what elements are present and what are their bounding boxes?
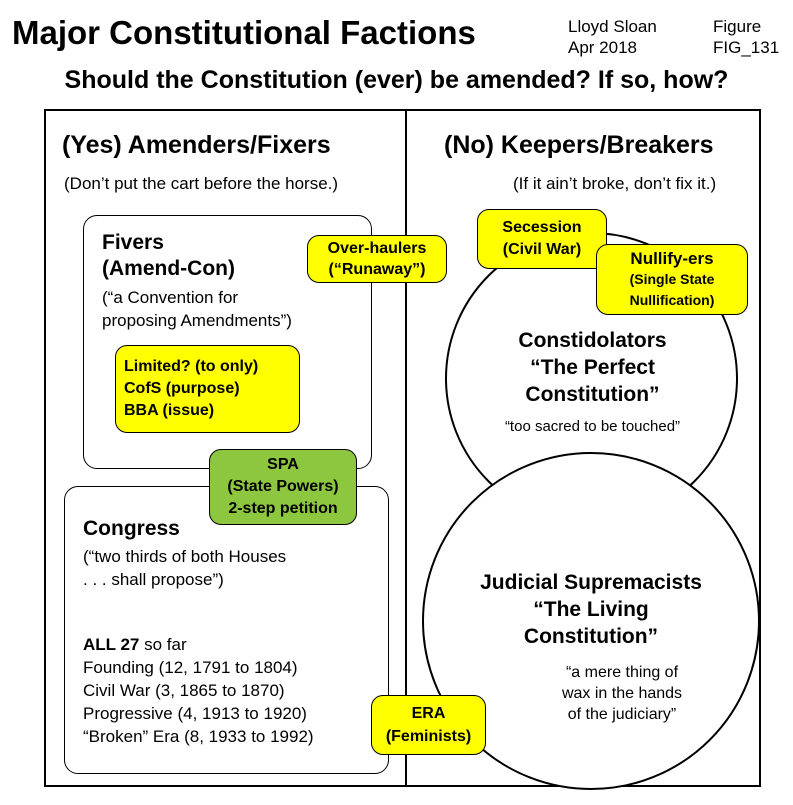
judicial-quote-line3: of the judiciary” bbox=[567, 706, 677, 723]
era-line2: (Feminists) bbox=[385, 728, 472, 745]
congress-desc-line1: (“two thirds of both Houses bbox=[83, 547, 287, 566]
spa-tag: SPA (State Powers) 2-step petition bbox=[209, 449, 357, 525]
constidolators-title: Constidolators “The Perfect Constitution… bbox=[455, 327, 730, 408]
spa-line3: 2-step petition bbox=[228, 500, 338, 517]
figure-block: Figure FIG_131 bbox=[713, 16, 779, 58]
amendment-total: ALL 27 so far bbox=[83, 633, 314, 656]
constidolators-line2: “The Perfect bbox=[530, 356, 655, 379]
judicial-line3: Constitution” bbox=[523, 625, 659, 648]
limited-line2: CofS (purpose) bbox=[124, 380, 240, 397]
judicial-quote: “a mere thing of wax in the hands of the… bbox=[552, 662, 692, 725]
era-progressive: Progressive (4, 1913 to 1920) bbox=[83, 704, 307, 723]
nullifyers-line1: Nullify-ers bbox=[630, 249, 714, 268]
overhaulers-tag: Over-haulers (“Runaway”) bbox=[307, 235, 447, 283]
secession-tag: Secession (Civil War) bbox=[477, 209, 607, 269]
constidolators-line3: Constitution” bbox=[525, 383, 660, 406]
spa-line2: (State Powers) bbox=[227, 478, 339, 495]
limited-line1: Limited? (to only) bbox=[124, 358, 259, 375]
secession-line1: Secession bbox=[502, 219, 582, 236]
fivers-title-line1: Fivers bbox=[102, 231, 164, 254]
amendment-list: ALL 27 so far Founding (12, 1791 to 1804… bbox=[83, 633, 314, 748]
author-date: Apr 2018 bbox=[568, 38, 637, 57]
fivers-title-line2: (Amend-Con) bbox=[102, 257, 235, 280]
congress-title: Congress bbox=[83, 517, 180, 540]
constidolators-line1: Constidolators bbox=[518, 329, 667, 352]
center-divider bbox=[405, 109, 407, 787]
amendment-total-rest: so far bbox=[139, 635, 187, 654]
judicial-quote-line2: wax in the hands bbox=[561, 685, 683, 702]
congress-desc-line2: . . . shall propose”) bbox=[83, 570, 224, 589]
amendment-total-bold: ALL 27 bbox=[83, 635, 140, 654]
overhaulers-line2: (“Runaway”) bbox=[328, 261, 426, 278]
diagram-frame bbox=[44, 109, 761, 787]
fivers-description: (“a Convention for proposing Amendments”… bbox=[102, 286, 292, 332]
congress-box: Congress (“two thirds of both Houses . .… bbox=[64, 486, 389, 774]
right-subheading: (If it ain’t broke, don’t fix it.) bbox=[513, 174, 717, 193]
figure-label: Figure bbox=[713, 17, 762, 36]
judicial-line2: “The Living bbox=[533, 598, 649, 621]
constidolators-quote: “too sacred to be touched” bbox=[504, 418, 681, 435]
fivers-desc-line1: (“a Convention for bbox=[102, 288, 239, 307]
nullifyers-line2: (Single State bbox=[629, 271, 715, 287]
fivers-title: Fivers (Amend-Con) bbox=[102, 230, 235, 282]
fivers-desc-line2: proposing Amendments”) bbox=[102, 311, 292, 330]
overhaulers-line1: Over-haulers bbox=[327, 240, 427, 257]
figure-id: FIG_131 bbox=[713, 38, 780, 57]
limited-tag: Limited? (to only) CofS (purpose) BBA (i… bbox=[115, 345, 300, 433]
author-block: Lloyd Sloan Apr 2018 bbox=[568, 16, 657, 58]
left-subheading: (Don’t put the cart before the horse.) bbox=[64, 174, 339, 193]
secession-line2: (Civil War) bbox=[502, 241, 582, 258]
nullifyers-tag: Nullify-ers (Single State Nullification) bbox=[596, 244, 748, 315]
spa-line1: SPA bbox=[267, 456, 299, 473]
limited-line3: BBA (issue) bbox=[124, 402, 215, 419]
era-tag: ERA (Feminists) bbox=[371, 695, 486, 755]
judicial-line1: Judicial Supremacists bbox=[480, 571, 702, 594]
right-heading: (No) Keepers/Breakers bbox=[444, 131, 714, 159]
nullifyers-line3: Nullification) bbox=[629, 292, 715, 308]
judicial-quote-line1: “a mere thing of bbox=[565, 664, 679, 681]
congress-description: (“two thirds of both Houses . . . shall … bbox=[83, 545, 286, 591]
era-civil-war: Civil War (3, 1865 to 1870) bbox=[83, 681, 285, 700]
question-heading: Should the Constitution (ever) be amende… bbox=[64, 66, 729, 94]
era-founding: Founding (12, 1791 to 1804) bbox=[83, 658, 298, 677]
era-broken: “Broken” Era (8, 1933 to 1992) bbox=[83, 727, 314, 746]
judicial-title: Judicial Supremacists “The Living Consti… bbox=[432, 569, 750, 650]
era-line1: ERA bbox=[411, 705, 446, 722]
author-name: Lloyd Sloan bbox=[568, 17, 657, 36]
page-title: Major Constitutional Factions bbox=[12, 14, 476, 51]
left-heading: (Yes) Amenders/Fixers bbox=[62, 131, 331, 159]
